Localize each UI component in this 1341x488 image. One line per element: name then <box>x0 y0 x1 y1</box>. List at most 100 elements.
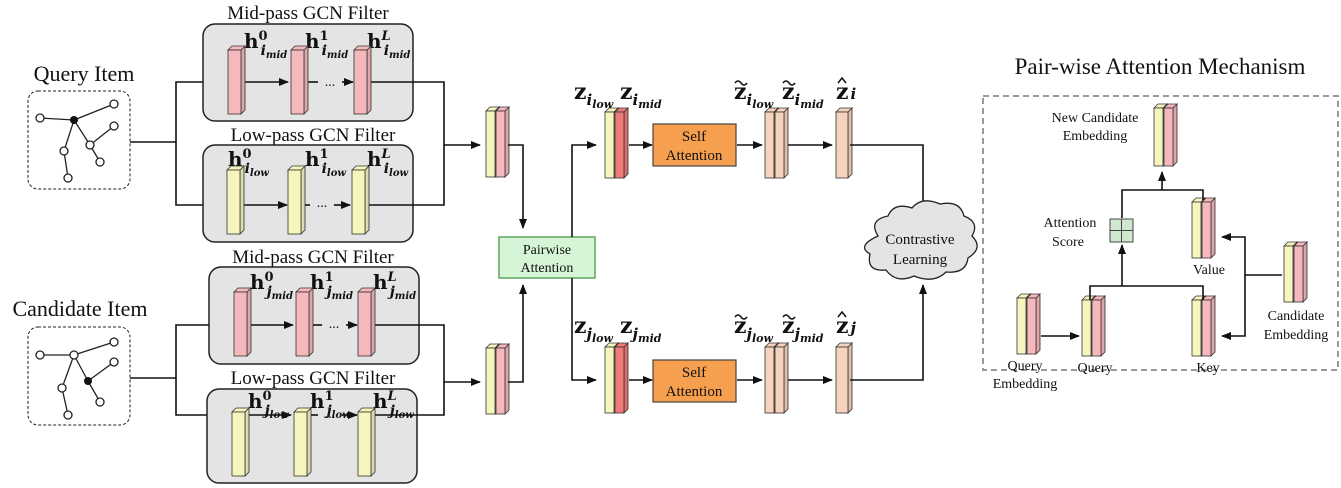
query-low-dots: ... <box>317 196 328 211</box>
zh-j-vec <box>835 342 853 414</box>
self-attention-box-bottom <box>652 359 737 403</box>
query-mid-vec-1 <box>290 45 309 115</box>
query-low-vec-0 <box>226 165 245 235</box>
contrastive-line1: Contrastive <box>885 232 954 248</box>
self-attention-top-line2: Attention <box>666 148 723 164</box>
z-tilde-labels-top: zilow zimid <box>734 79 824 111</box>
svg-text:zjmid: zjmid <box>620 313 662 345</box>
query-concat-vec-b <box>495 106 510 178</box>
new-candidate-line2: Embedding <box>1063 129 1128 144</box>
query-embedding-vec-b <box>1026 293 1041 355</box>
key-vec-b <box>1201 295 1216 357</box>
mechanism-title: Pair-wise Attention Mechanism <box>1015 54 1306 79</box>
mechanism-panel <box>982 95 1339 371</box>
self-attention-bottom-line1: Self <box>682 365 706 381</box>
query-mid-vec-0 <box>227 45 246 115</box>
svg-text:zimid: zimid <box>620 79 662 111</box>
cand-low-dots: ... <box>325 407 336 422</box>
cand-mid-filter-title: Mid-pass GCN Filter <box>232 247 394 268</box>
self-attention-top-line1: Self <box>682 129 706 145</box>
svg-text:zilow: zilow <box>574 79 614 111</box>
self-attention-box-top <box>652 123 737 167</box>
pairwise-line2: Attention <box>521 261 574 276</box>
svg-text:zjlow: zjlow <box>574 313 613 345</box>
z-labels-top: zilow zimid <box>574 79 662 111</box>
z-i-vec-b <box>614 107 629 179</box>
attention-score-line2: Score <box>1052 235 1084 250</box>
zh-i-vec <box>835 107 853 179</box>
query-vec-b <box>1091 295 1106 357</box>
zt-j-vec-b <box>774 342 789 414</box>
query-low-vec-1 <box>287 165 306 235</box>
query-mid-filter-title: Mid-pass GCN Filter <box>227 3 389 24</box>
svg-text:zilow: zilow <box>734 79 774 111</box>
query-low-vec-2 <box>351 165 370 235</box>
svg-text:zimid: zimid <box>782 79 824 111</box>
contrastive-learning-cloud <box>863 200 978 280</box>
candidate-graph <box>27 326 131 426</box>
pairwise-attention-box <box>498 236 596 279</box>
cand-mid-vec-1 <box>295 287 314 357</box>
filter-output-connectors <box>367 81 481 416</box>
pairwise-input-arrows <box>508 144 527 383</box>
new-candidate-line1: New Candidate <box>1052 111 1139 126</box>
query-graph <box>27 90 131 190</box>
query-low-filter-title: Low-pass GCN Filter <box>231 125 396 146</box>
filter-internal-arrows <box>239 78 358 419</box>
query-embedding-line1: Query <box>1008 359 1043 374</box>
query-mid-dots: ... <box>325 75 336 90</box>
svg-text:zi: zi <box>836 79 857 105</box>
z-tilde-labels-bottom: zjlow zjmid <box>734 313 824 345</box>
query-embedding-line2: Embedding <box>993 377 1058 392</box>
z-labels-bottom: zjlow zjmid <box>574 313 662 345</box>
cand-low-vec-1 <box>293 407 312 477</box>
self-attention-arrows <box>629 141 927 384</box>
candidate-embedding-line1: Candidate <box>1268 309 1325 324</box>
svg-text:zjlow: zjlow <box>734 313 773 345</box>
zt-i-vec-b <box>774 107 789 179</box>
z-j-vec-b <box>614 342 629 414</box>
query-item-title: Query Item <box>34 61 135 86</box>
cand-low-filter-title: Low-pass GCN Filter <box>231 368 396 389</box>
candidate-embedding-vec-b <box>1293 241 1308 303</box>
cand-mid-dots: ... <box>329 317 340 332</box>
candidate-item-title: Candidate Item <box>12 296 147 321</box>
cand-low-vec-0 <box>231 407 250 477</box>
cand-low-vec-2 <box>357 407 376 477</box>
cand-concat-vec-b <box>495 343 510 415</box>
key-label: Key <box>1196 361 1219 376</box>
svg-text:zjmid: zjmid <box>782 313 824 345</box>
contrastive-line2: Learning <box>893 252 948 268</box>
embedding-vectors <box>226 45 1308 477</box>
pairwise-output-arrows <box>571 141 597 384</box>
query-label: Query <box>1078 361 1113 376</box>
attention-score-line1: Attention <box>1044 216 1097 231</box>
cand-mid-vec-2 <box>357 287 376 357</box>
cand-mid-vec-0 <box>233 287 252 357</box>
value-label: Value <box>1193 263 1225 278</box>
svg-text:zj: zj <box>836 313 857 339</box>
mechanism-arrows <box>1041 171 1282 340</box>
query-mid-vec-2 <box>353 45 372 115</box>
candidate-embedding-line2: Embedding <box>1264 328 1329 343</box>
pairwise-line1: Pairwise <box>523 243 571 258</box>
new-candidate-vec-b <box>1163 103 1178 167</box>
value-vec-b <box>1201 197 1216 259</box>
attention-score-grid <box>1109 218 1134 243</box>
self-attention-bottom-line2: Attention <box>666 384 723 400</box>
